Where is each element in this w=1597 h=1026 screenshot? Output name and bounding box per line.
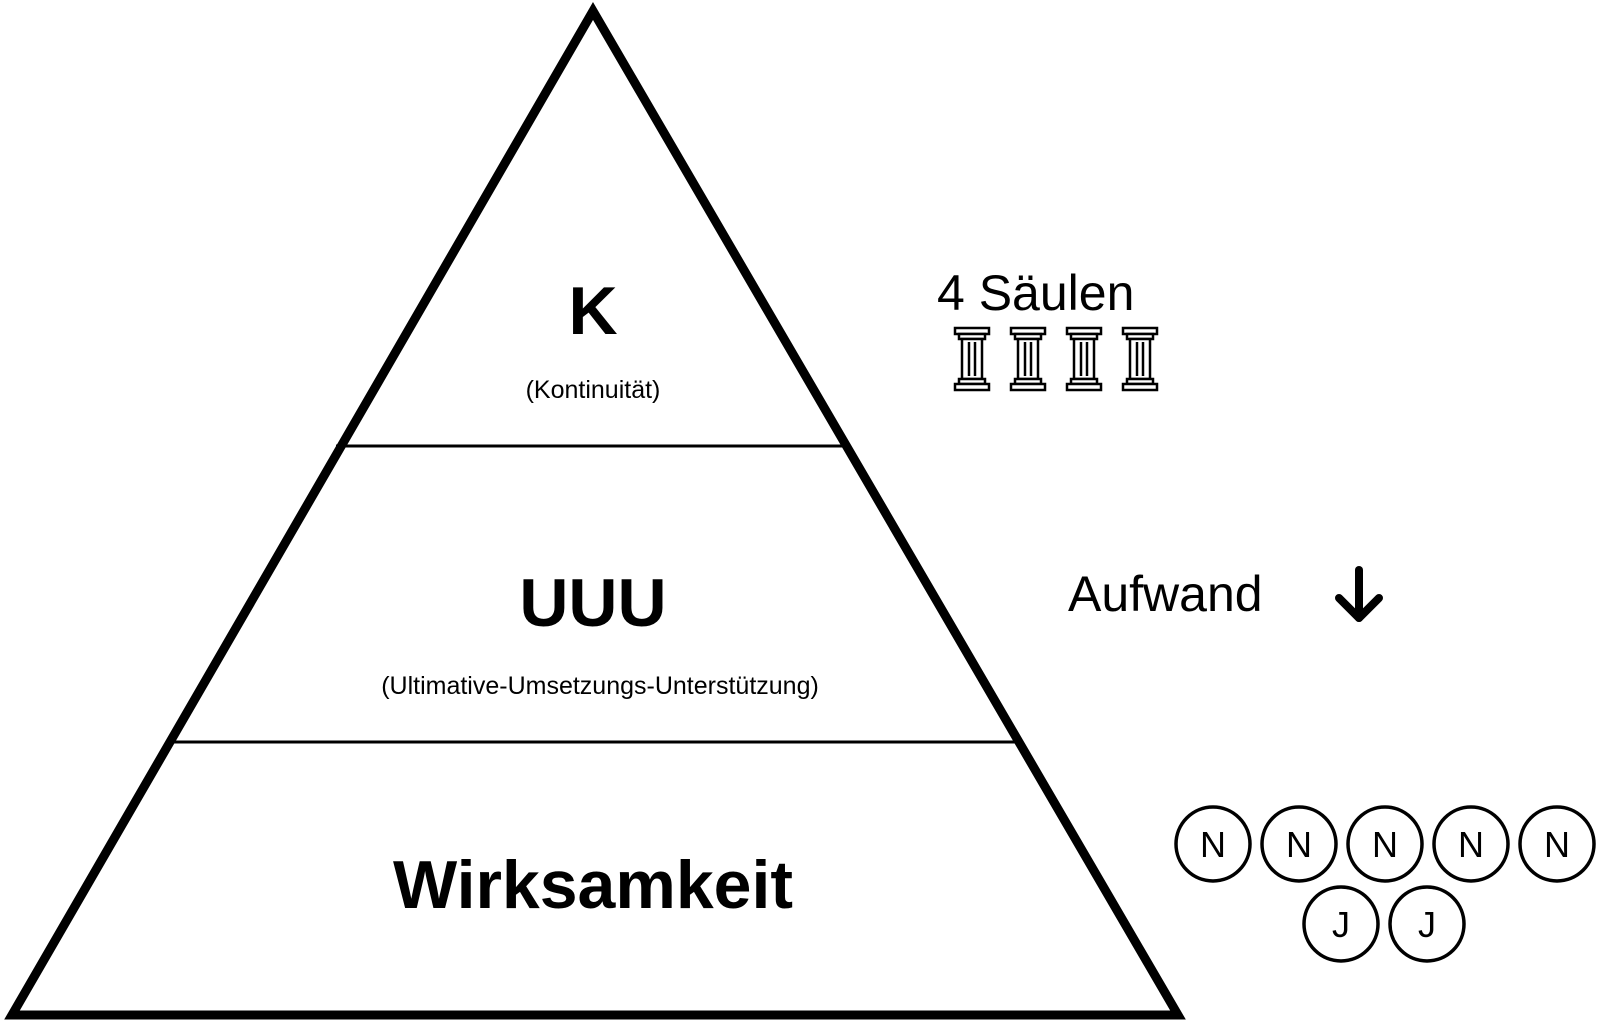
letter-circle: J <box>1388 885 1466 963</box>
letter-circle: N <box>1432 805 1510 883</box>
pillar-icon <box>1009 326 1047 392</box>
circle-shape <box>1518 805 1596 883</box>
level-k-title: K <box>568 273 617 349</box>
pillars-group <box>953 326 1159 392</box>
circle-letter: J <box>1332 904 1350 945</box>
circle-shape <box>1174 805 1252 883</box>
pillar-icon <box>953 326 991 392</box>
circle-shape <box>1260 805 1338 883</box>
pillar-icon <box>1121 326 1159 392</box>
letter-circle: N <box>1346 805 1424 883</box>
circle-letter: J <box>1418 904 1436 945</box>
circle-letter: N <box>1458 824 1484 865</box>
circle-letter: N <box>1372 824 1398 865</box>
pillars-label: 4 Säulen <box>937 265 1134 321</box>
letter-circle: N <box>1260 805 1338 883</box>
effort-label: Aufwand <box>1068 566 1263 622</box>
level-k-subtitle: (Kontinuität) <box>526 376 661 404</box>
circle-shape <box>1432 805 1510 883</box>
arrow-down-icon <box>1335 566 1383 622</box>
circle-letter: N <box>1200 824 1226 865</box>
level-uuu-subtitle: (Ultimative-Umsetzungs-Unterstützung) <box>381 672 819 700</box>
circle-letter: N <box>1286 824 1312 865</box>
letter-circle: J <box>1302 885 1380 963</box>
letter-circle: N <box>1174 805 1252 883</box>
circle-shape <box>1388 885 1466 963</box>
level-uuu-title: UUU <box>519 565 666 641</box>
pyramid-outline <box>4 2 1186 1020</box>
circle-letter: N <box>1544 824 1570 865</box>
pillar-icon <box>1065 326 1103 392</box>
letter-circle: N <box>1518 805 1596 883</box>
circle-shape <box>1346 805 1424 883</box>
level-wirksamkeit-title: Wirksamkeit <box>393 847 793 923</box>
circle-shape <box>1302 885 1380 963</box>
